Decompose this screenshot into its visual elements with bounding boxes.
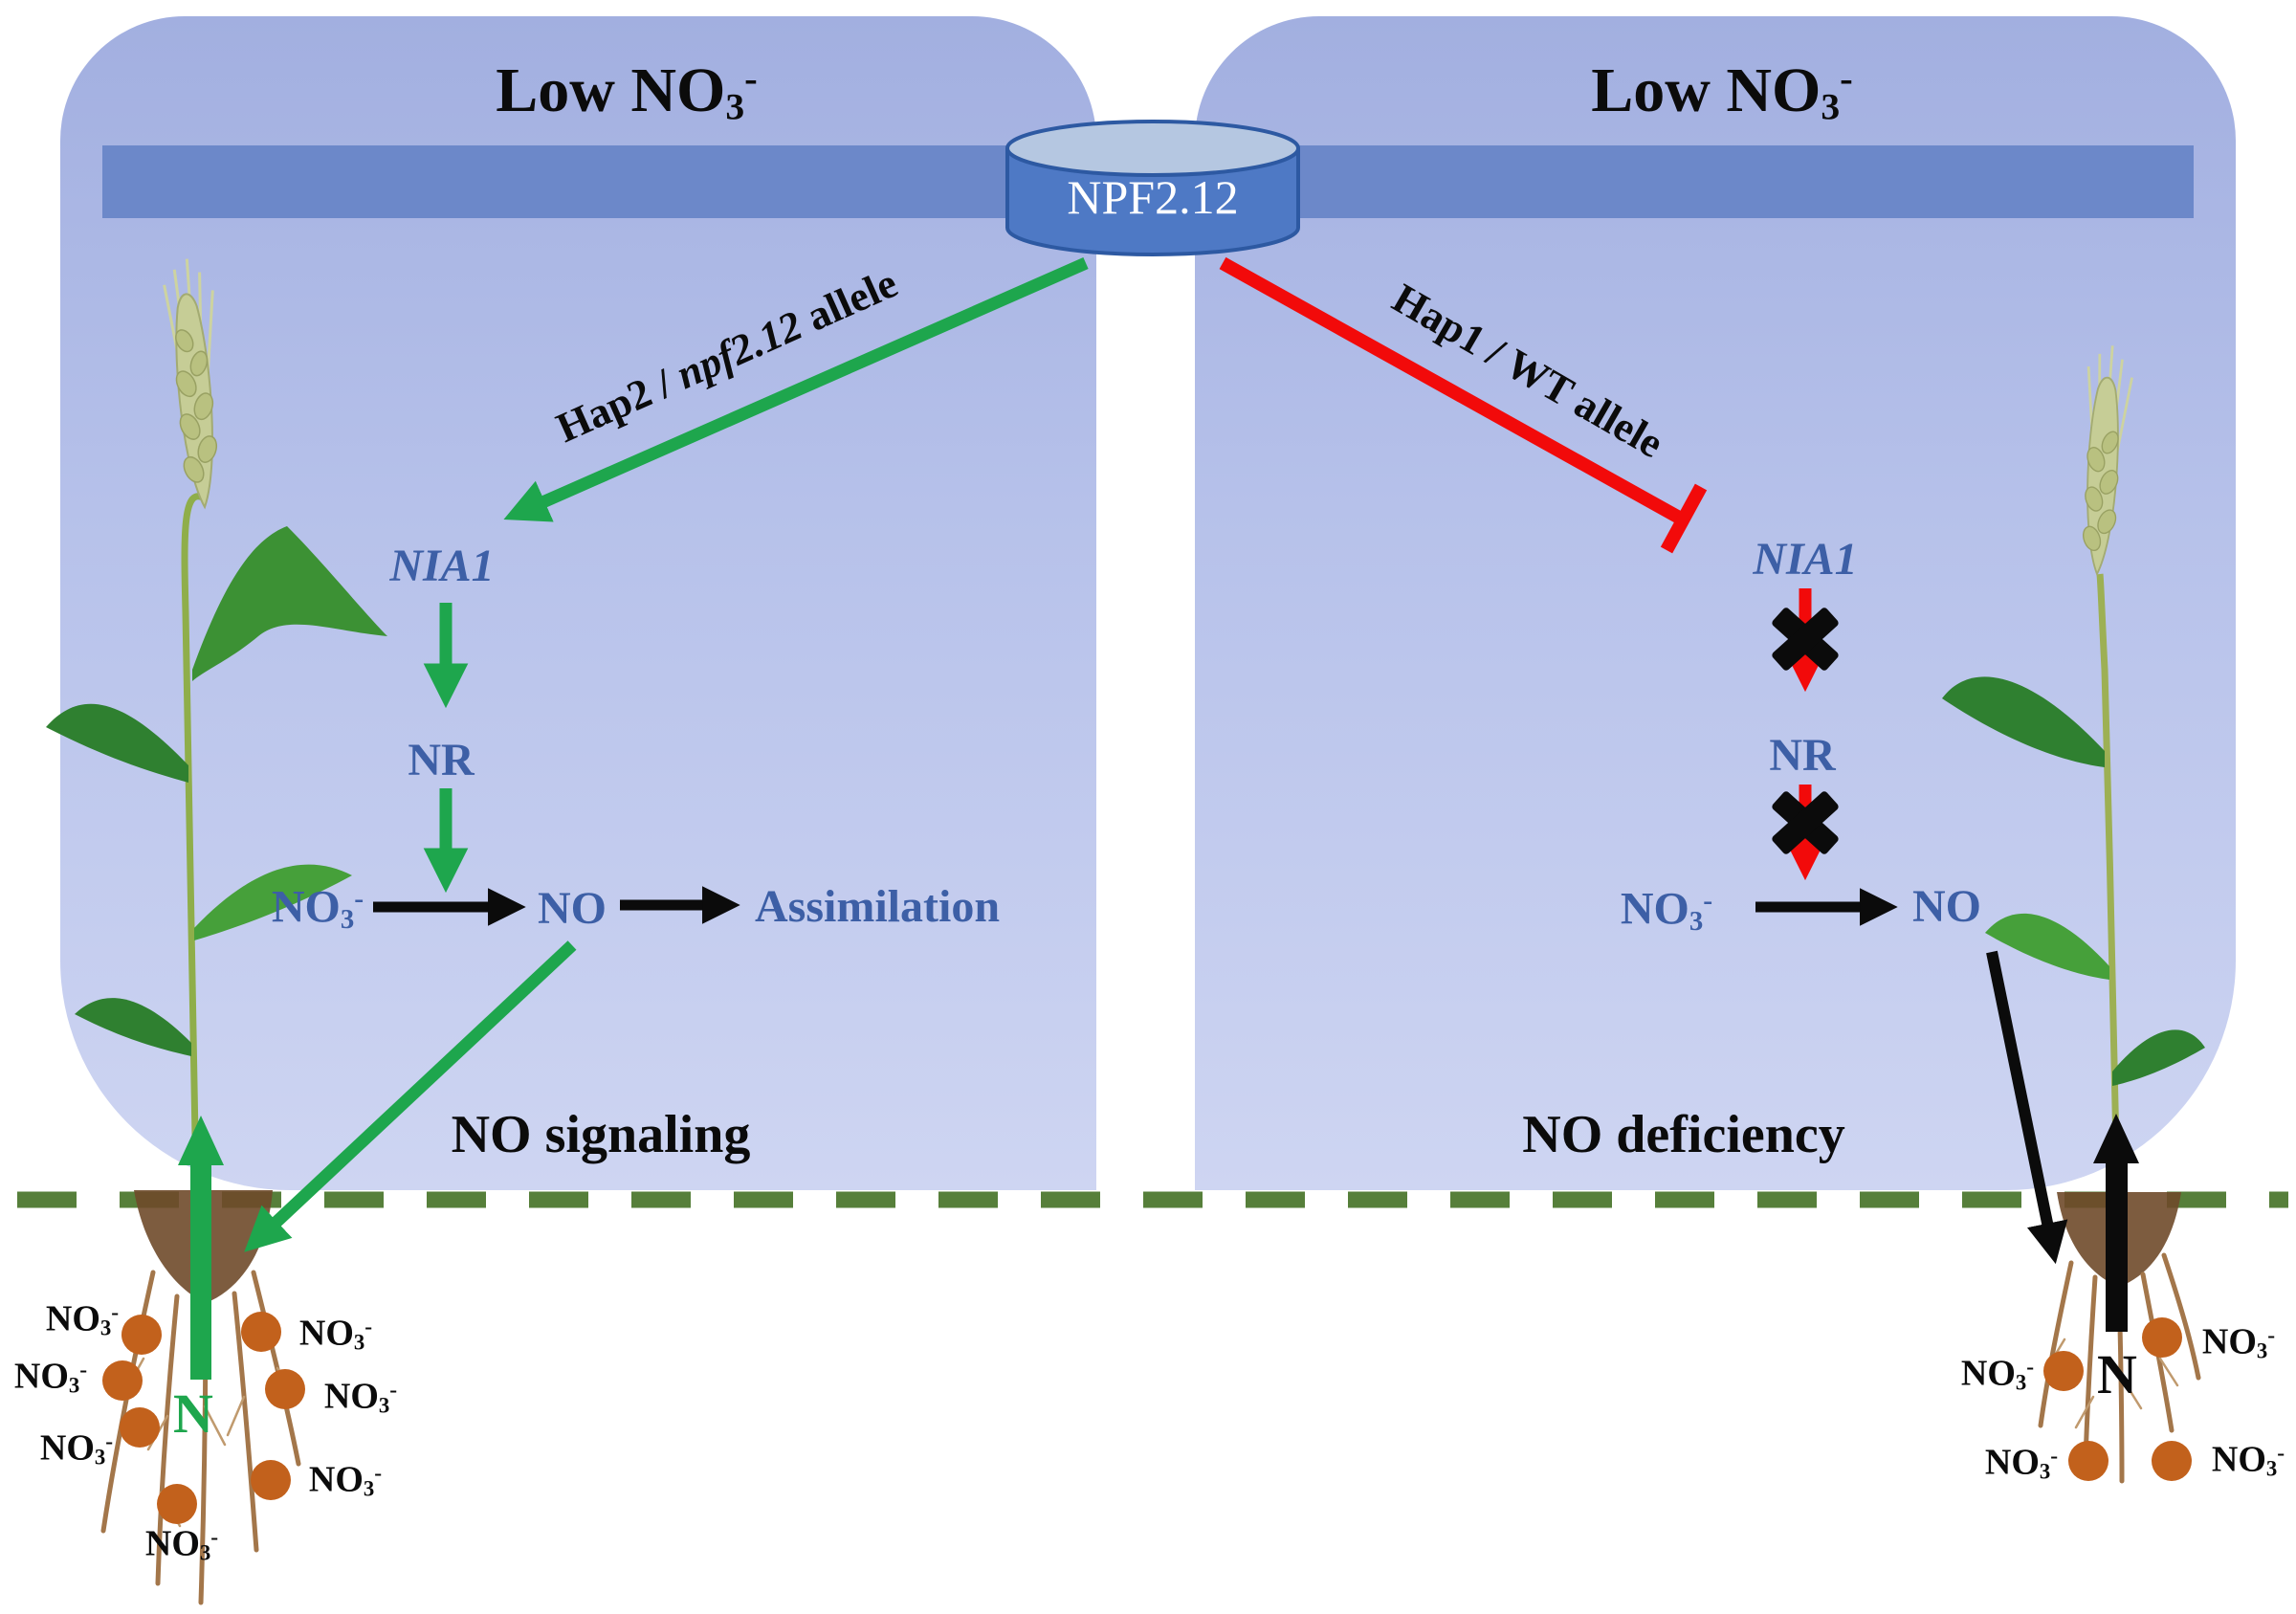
wheat-plant-right [1942, 345, 2205, 1193]
nitrate-dot [121, 1315, 162, 1355]
nr-enzyme-left: NR [408, 735, 475, 785]
no-deficiency-label: NO deficiency [1522, 1105, 1845, 1164]
nitrogen-letter-left: N [173, 1382, 213, 1445]
nitrate-dot [2142, 1317, 2182, 1358]
nitrate-dot [2068, 1441, 2108, 1481]
soil-nitrate-label: NO3- [298, 1313, 373, 1355]
right-panel-title: Low NO3- [1591, 55, 1853, 128]
soil-nitrate-label: NO3- [308, 1459, 383, 1501]
uptake-arrow-right [2093, 1114, 2139, 1332]
wheat-ear-left [163, 258, 218, 510]
nitrate-dot [102, 1360, 143, 1401]
nitrate-dot [157, 1484, 197, 1524]
nitrate-dot [265, 1369, 305, 1409]
uptake-arrow-left [178, 1116, 224, 1380]
assimilation-label: Assimilation [754, 881, 1001, 932]
left-panel-title: Low NO3- [496, 55, 758, 128]
soil-nitrate-label: NO3- [1960, 1353, 2035, 1395]
nitrogen-letter-right: N [2097, 1343, 2137, 1405]
soil-nitrate-label: NO3- [39, 1427, 114, 1470]
nitrate-dot [120, 1407, 160, 1448]
arrow-no-to-roots-right [1986, 950, 2068, 1265]
no3-substrate-right: NO3- [1620, 883, 1713, 937]
nitrate-dot [241, 1312, 281, 1352]
inhibition-line-npf-to-nia1 [1219, 256, 1708, 554]
soil-nitrate-label: NO3- [13, 1356, 88, 1398]
no-product-right: NO [1912, 881, 1981, 932]
no-product-left: NO [538, 883, 607, 934]
nitrate-dot [2043, 1351, 2084, 1391]
transporter-cylinder [1005, 120, 1300, 256]
soil-nitrate-label: NO3- [1984, 1442, 2059, 1484]
transporter-label: NPF2.12 [1067, 170, 1239, 224]
soil-nitrate-label: NO3- [45, 1298, 120, 1340]
wheat-plant-left [46, 258, 387, 1190]
soil-nitrate-label: NO3- [144, 1523, 219, 1565]
nia1-gene-left: NIA1 [389, 541, 495, 591]
block-x-icon [1772, 608, 1839, 671]
nitrate-dot [251, 1460, 291, 1500]
soil-nitrate-label: NO3- [2211, 1439, 2285, 1481]
nia1-gene-right: NIA1 [1753, 534, 1858, 585]
soil-nitrate-label: NO3- [2201, 1321, 2276, 1363]
signal-arrow-no-to-roots [244, 940, 577, 1252]
nitrate-dot [2152, 1441, 2192, 1481]
no3-substrate-left: NO3- [271, 881, 364, 935]
no-signaling-label: NO signaling [451, 1105, 751, 1164]
activation-arrow-npf-to-nia1 [503, 257, 1089, 522]
block-x-icon [1772, 791, 1839, 854]
soil-nitrate-label: NO3- [323, 1376, 398, 1418]
nr-enzyme-right: NR [1769, 730, 1836, 781]
wheat-ear-right [2083, 345, 2133, 577]
